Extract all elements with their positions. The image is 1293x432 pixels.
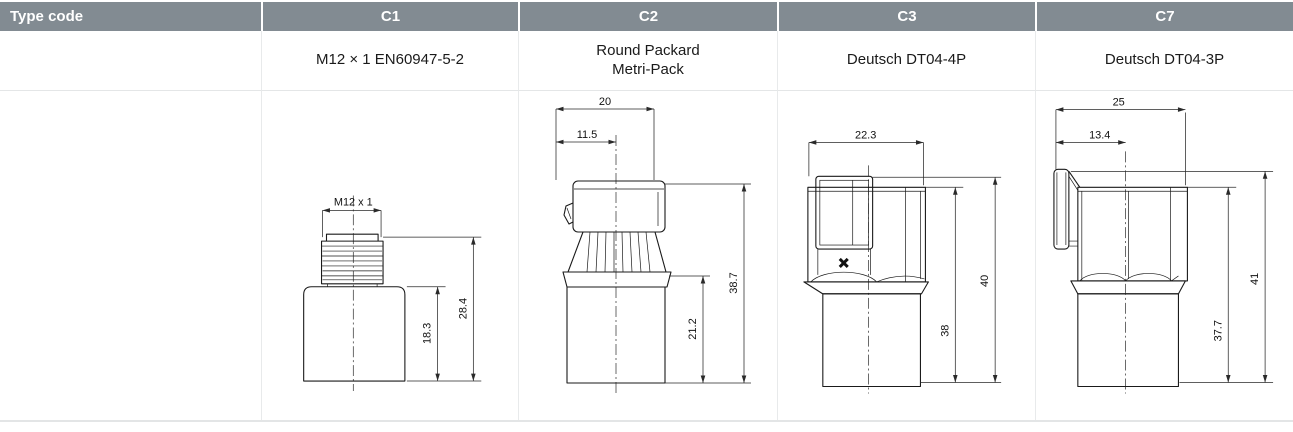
wedge-lock bbox=[815, 175, 874, 250]
collar bbox=[1070, 280, 1186, 295]
dim-body-height: 18.3 bbox=[422, 323, 434, 344]
header-c2: C2 bbox=[518, 2, 777, 31]
housing bbox=[807, 186, 926, 283]
header-type-code: Type code bbox=[0, 2, 261, 31]
dim-offset-width: 13.4 bbox=[1089, 129, 1110, 141]
header-c3: C3 bbox=[777, 2, 1035, 31]
housing bbox=[1077, 186, 1188, 282]
connector-name-c3: Deutsch DT04-4P bbox=[777, 31, 1035, 91]
dim-offset-width: 11.5 bbox=[577, 129, 598, 141]
dim-width: 20 bbox=[599, 96, 611, 108]
connector-body bbox=[566, 286, 666, 384]
dim-width: 22.3 bbox=[855, 129, 876, 141]
c3-technical-drawing: 22.3 38 40 bbox=[803, 129, 1002, 394]
connector-name-row: M12 × 1 EN60947-5-2 Round Packard Metri-… bbox=[0, 31, 1293, 91]
drawing-c1: M12 x 1 18.3 28.4 bbox=[261, 91, 518, 420]
dim-thread-label: M12 x 1 bbox=[334, 196, 373, 208]
drawing-c7: 25 13.4 37.7 bbox=[1035, 91, 1293, 420]
collar bbox=[562, 271, 672, 288]
connector-body bbox=[303, 286, 406, 382]
dim-width: 25 bbox=[1113, 97, 1125, 109]
c1-technical-drawing: M12 x 1 18.3 28.4 bbox=[303, 195, 482, 391]
empty-cell bbox=[0, 91, 261, 420]
header-c1: C1 bbox=[261, 2, 518, 31]
drawing-c2: 20 11.5 21.2 bbox=[518, 91, 777, 420]
header-c7: C7 bbox=[1035, 2, 1293, 31]
c7-technical-drawing: 25 13.4 37.7 bbox=[1053, 97, 1274, 394]
connector-name-c7: Deutsch DT04-3P bbox=[1035, 31, 1293, 91]
empty-cell bbox=[0, 31, 261, 91]
dim-overall-height: 38.7 bbox=[728, 272, 740, 293]
keying-mark bbox=[838, 257, 849, 269]
c2-technical-drawing: 20 11.5 21.2 bbox=[555, 96, 751, 393]
connector-cap bbox=[572, 180, 666, 233]
connector-name-c1: M12 × 1 EN60947-5-2 bbox=[261, 31, 518, 91]
dim-body-height: 37.7 bbox=[1212, 320, 1224, 341]
thread-flange bbox=[325, 233, 379, 242]
ribbed-skirt bbox=[567, 231, 667, 273]
dim-overall-height: 28.4 bbox=[457, 298, 469, 319]
latch bbox=[563, 202, 574, 225]
dim-overall-height: 40 bbox=[979, 275, 991, 287]
drawing-row: M12 x 1 18.3 28.4 bbox=[0, 91, 1293, 420]
dim-body-height: 38 bbox=[939, 325, 951, 337]
dim-overall-height: 41 bbox=[1249, 273, 1261, 285]
thread-section bbox=[320, 240, 384, 285]
connector-body bbox=[822, 293, 921, 388]
collar bbox=[803, 281, 929, 295]
connector-body bbox=[1077, 293, 1179, 388]
latch bbox=[1053, 168, 1070, 250]
dim-body-height: 21.2 bbox=[687, 318, 699, 339]
connector-name-c2: Round Packard Metri-Pack bbox=[518, 31, 777, 91]
table-header-row: Type code C1 C2 C3 C7 bbox=[0, 2, 1293, 31]
drawing-c3: 22.3 38 40 bbox=[777, 91, 1035, 420]
type-code-table: Type code C1 C2 C3 C7 M12 × 1 EN60947-5-… bbox=[0, 2, 1293, 422]
